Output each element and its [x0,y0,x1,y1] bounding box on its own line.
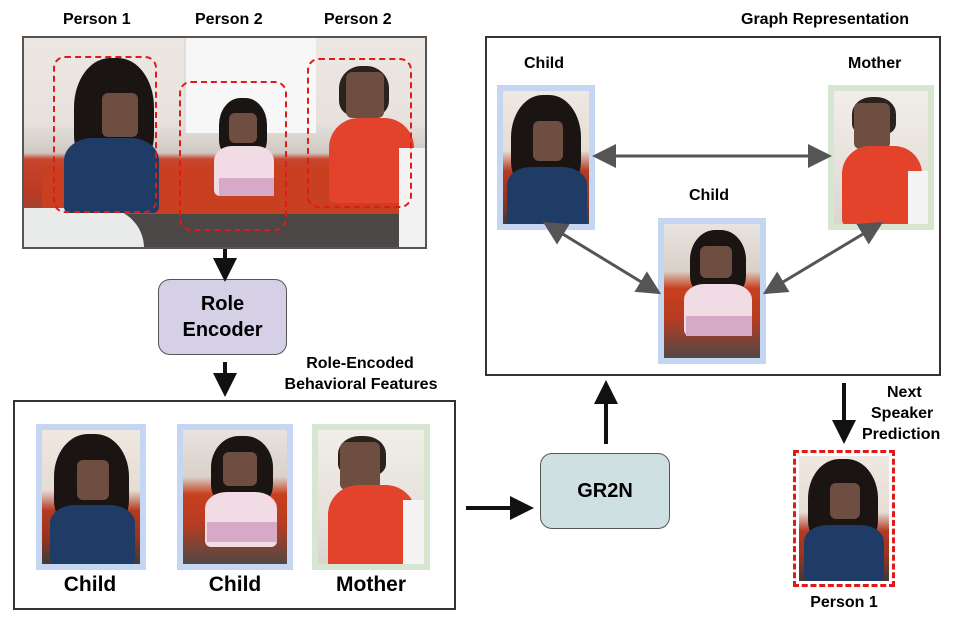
graph-node-label-child-2: Child [689,187,729,204]
person-2-bounding-box [179,81,287,231]
features-title-line1: Role-Encoded [306,355,414,372]
person-1-label: Person 1 [63,11,131,28]
feature-thumb-child-2 [177,424,293,570]
feature-thumb-child-1 [36,424,146,570]
role-encoder-line2: Encoder [182,319,263,341]
role-encoded-features-box [13,400,456,610]
edge-mother-child2 [762,221,884,295]
graph-node-label-child-1: Child [524,55,564,72]
predicted-speaker-thumb [793,450,895,587]
graph-title: Graph Representation [741,11,910,28]
prediction-label-line1: Next [887,384,922,401]
gr2n-label: GR2N [577,479,633,502]
person-3-bounding-box [307,58,412,208]
predicted-speaker-label: Person 1 [810,594,878,611]
graph-representation-box [485,36,941,376]
graph-node-label-mother: Mother [848,55,902,72]
gr2n-box: GR2N [540,453,670,529]
feature-label-child-1: Child [63,573,117,596]
edge-child1-child2 [542,221,662,295]
prediction-label-line2: Speaker [871,405,934,422]
feature-thumb-mother [312,424,430,570]
features-title-line2: Behavioral Features [284,376,438,393]
person-2-label: Person 2 [195,11,263,28]
role-encoder-line1: Role [200,293,245,315]
prediction-label-line3: Prediction [862,426,941,443]
person-1-bounding-box [53,56,157,213]
feature-label-mother: Mother [336,573,406,596]
person-3-label: Person 2 [324,11,392,28]
feature-label-child-2: Child [208,573,262,596]
